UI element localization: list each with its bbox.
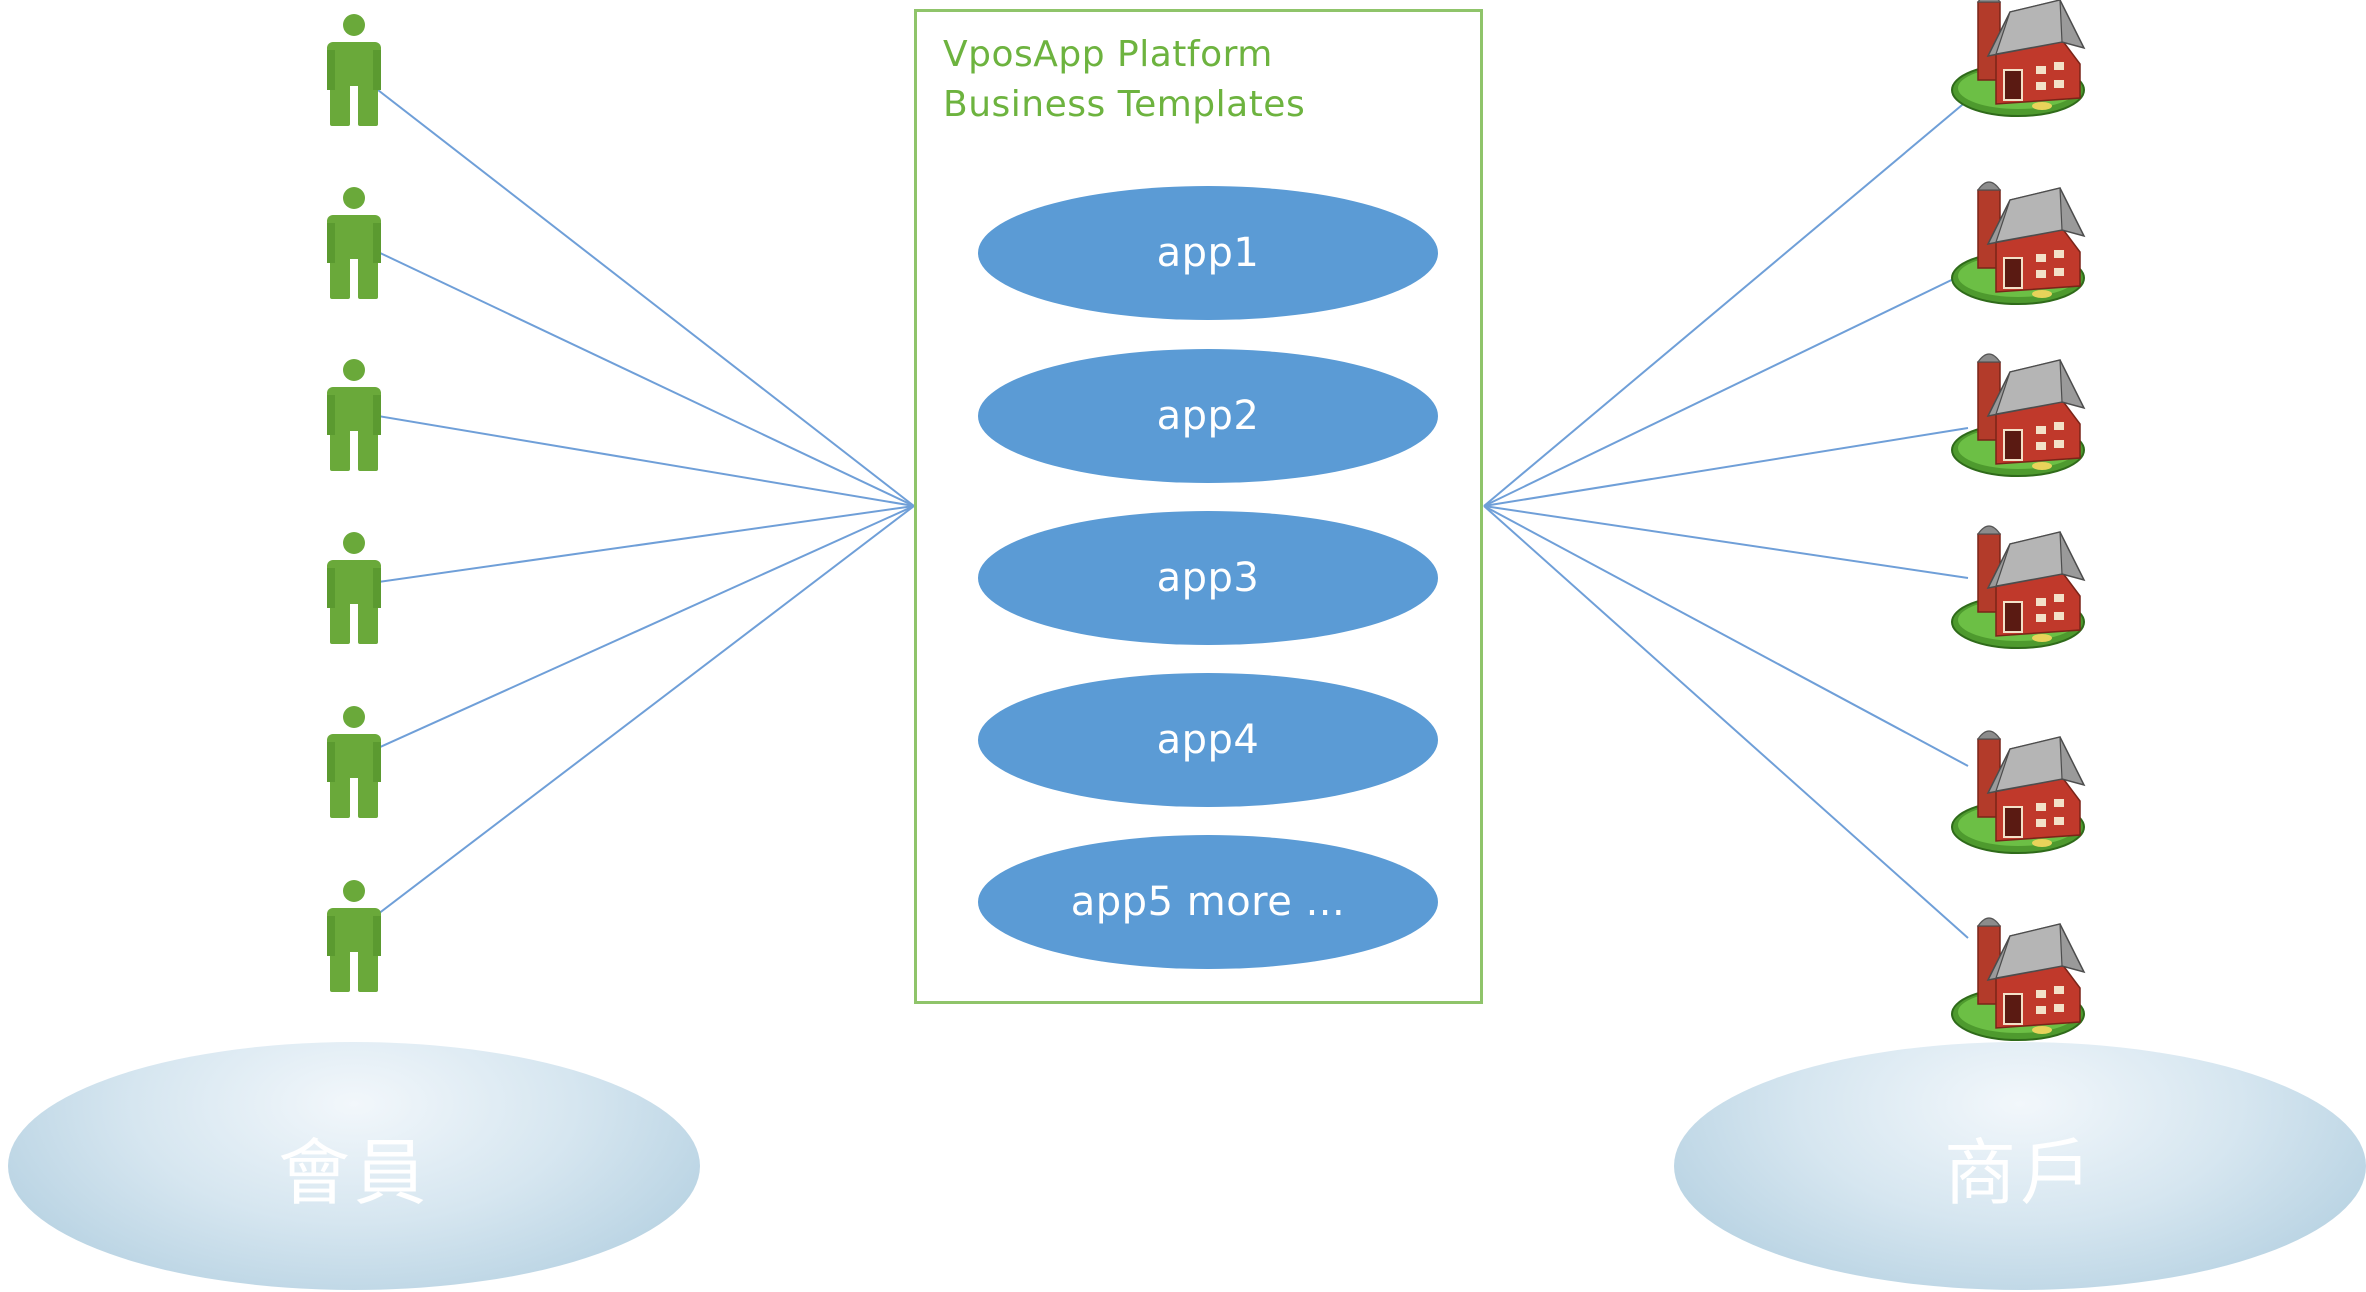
members-group: 會員 — [8, 1042, 700, 1290]
merchant-link-line — [1483, 505, 1969, 579]
member-link-line — [377, 505, 915, 583]
person-icon — [327, 14, 381, 126]
app-node-3[interactable]: app3 — [978, 511, 1438, 645]
platform-title: VposApp Platform Business Templates — [943, 30, 1305, 130]
person-icon — [327, 532, 381, 644]
merchant-link-line — [1483, 427, 1969, 507]
member-link-line — [377, 415, 915, 507]
person-icon — [327, 187, 381, 299]
merchant-link-line — [1483, 505, 1969, 767]
app-node-1[interactable]: app1 — [978, 186, 1438, 320]
app-node-2[interactable]: app2 — [978, 349, 1438, 483]
platform-title-line1: VposApp Platform — [943, 34, 1273, 75]
merchant-link-line — [1483, 99, 1969, 507]
barn-icon — [1951, 353, 2086, 477]
app-node-5[interactable]: app5 more ... — [978, 835, 1438, 969]
barn-icon — [1951, 730, 2086, 854]
merchants-group: 商戶 — [1674, 1042, 2366, 1290]
member-link-line — [377, 251, 915, 507]
member-link-line — [377, 89, 915, 507]
platform-title-line2: Business Templates — [943, 84, 1306, 125]
barn-icon — [1951, 525, 2086, 649]
barn-icon — [1951, 917, 2086, 1041]
platform-box: VposApp Platform Business Templates app1… — [914, 9, 1483, 1004]
member-link-line — [377, 505, 915, 749]
person-icon — [327, 359, 381, 471]
merchant-link-line — [1483, 505, 1969, 939]
members-label: 會員 — [277, 1130, 430, 1215]
merchant-link-line — [1483, 271, 1969, 507]
merchants-label: 商戶 — [1943, 1130, 2096, 1215]
member-link-line — [377, 505, 915, 915]
app-node-4[interactable]: app4 — [978, 673, 1438, 807]
barn-icon — [1951, 0, 2086, 117]
barn-icon — [1951, 181, 2086, 305]
person-icon — [327, 706, 381, 818]
person-icon — [327, 880, 381, 992]
